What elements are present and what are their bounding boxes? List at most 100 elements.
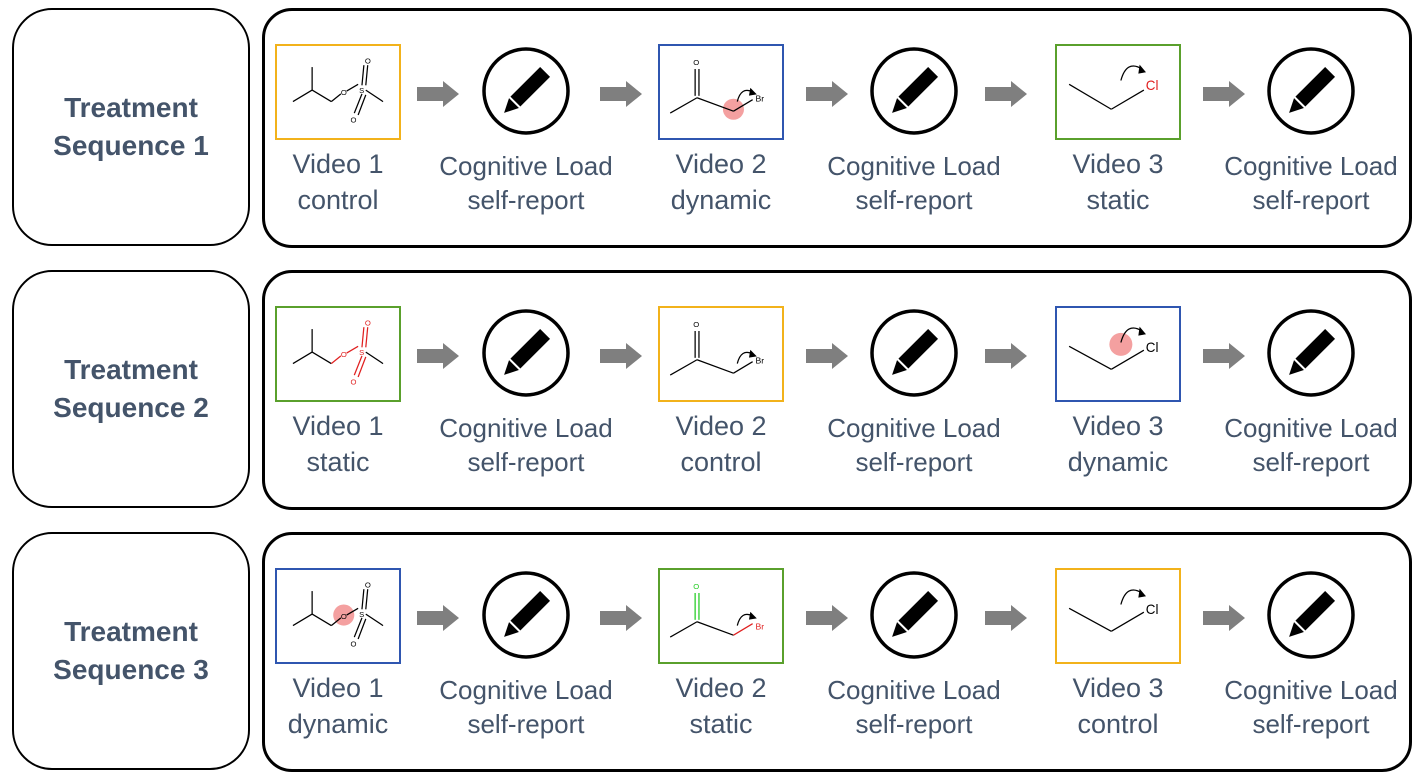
- caption-line2: self-report: [467, 185, 585, 215]
- flow-arrow-icon: [1203, 605, 1245, 631]
- molecule-chloroethane-icon: Cl: [1068, 64, 1159, 110]
- caption-line2: control: [1077, 709, 1159, 739]
- pencil-icon: [481, 308, 571, 398]
- caption-line2: self-report: [855, 447, 973, 477]
- atom-label: Br: [756, 356, 765, 366]
- step-caption: Video 3 static: [1038, 146, 1198, 218]
- sequence-title: Treatment Sequence 3: [53, 613, 209, 689]
- step-caption: Cognitive Load self-report: [426, 673, 626, 741]
- caption-line2: self-report: [1252, 709, 1370, 739]
- molecule-chloroethane-icon: Cl: [1068, 326, 1158, 370]
- caption-line1: Cognitive Load: [827, 675, 1001, 705]
- step-caption: Video 2 static: [641, 670, 801, 742]
- step-caption: Video 2 dynamic: [641, 146, 801, 218]
- sequence-label-1: Treatment Sequence 1: [12, 8, 250, 246]
- svg-text:O: O: [350, 640, 356, 649]
- flow-arrow-icon: [985, 81, 1027, 107]
- svg-text:S: S: [359, 348, 364, 357]
- svg-text:S: S: [359, 610, 364, 619]
- flow-arrow-icon: [806, 605, 848, 631]
- caption-line2: dynamic: [670, 185, 772, 215]
- pencil-icon: [481, 46, 571, 136]
- molecule-bromoacetone-icon: O Br: [669, 582, 765, 638]
- caption-line2: dynamic: [287, 709, 389, 739]
- sequence-title-line2: Sequence 2: [53, 392, 209, 423]
- flow-arrow-icon: [985, 343, 1027, 369]
- step-caption: Cognitive Load self-report: [1211, 149, 1411, 217]
- caption-line1: Video 1: [292, 149, 384, 179]
- caption-line2: dynamic: [1067, 447, 1169, 477]
- sequence-label-3: Treatment Sequence 3: [12, 532, 250, 770]
- caption-line1: Cognitive Load: [1224, 675, 1398, 705]
- step-caption: Video 3 control: [1038, 670, 1198, 742]
- svg-text:O: O: [350, 116, 356, 125]
- svg-text:O: O: [693, 582, 699, 591]
- svg-text:O: O: [365, 318, 371, 327]
- step-caption: Video 1 control: [258, 146, 418, 218]
- video-thumbnail-chloroethane: Cl: [1055, 568, 1181, 664]
- atom-label: Cl: [1146, 602, 1159, 617]
- caption-line1: Cognitive Load: [439, 413, 613, 443]
- caption-line1: Cognitive Load: [439, 675, 613, 705]
- step-caption: Cognitive Load self-report: [814, 149, 1014, 217]
- step-caption: Video 1 static: [258, 408, 418, 480]
- caption-line1: Video 3: [1072, 411, 1164, 441]
- step-caption: Cognitive Load self-report: [426, 411, 626, 479]
- sequence-title: Treatment Sequence 1: [53, 89, 209, 165]
- caption-line1: Cognitive Load: [1224, 151, 1398, 181]
- video-thumbnail-chloroethane: Cl: [1055, 306, 1181, 402]
- svg-text:O: O: [693, 58, 699, 67]
- step-caption: Cognitive Load self-report: [814, 673, 1014, 741]
- svg-text:O: O: [341, 350, 347, 359]
- caption-line1: Video 2: [675, 411, 767, 441]
- caption-line1: Video 1: [292, 411, 384, 441]
- caption-line1: Cognitive Load: [827, 413, 1001, 443]
- flow-arrow-icon: [806, 81, 848, 107]
- caption-line2: static: [689, 709, 753, 739]
- flow-arrow-icon: [1203, 343, 1245, 369]
- step-caption: Video 3 dynamic: [1038, 408, 1198, 480]
- pencil-icon: [869, 570, 959, 660]
- pencil-icon: [869, 308, 959, 398]
- pencil-icon: [1266, 46, 1356, 136]
- step-caption: Video 2 control: [641, 408, 801, 480]
- caption-line2: static: [1086, 185, 1150, 215]
- flow-arrow-icon: [600, 605, 642, 631]
- sequence-title-line1: Treatment: [64, 92, 198, 123]
- caption-line1: Cognitive Load: [827, 151, 1001, 181]
- pencil-icon: [869, 46, 959, 136]
- video-thumbnail-chloroethane: Cl: [1055, 44, 1181, 140]
- atom-label: Br: [756, 621, 765, 631]
- caption-line1: Video 2: [675, 673, 767, 703]
- video-thumbnail-bromoacetone: O Br: [658, 44, 784, 140]
- svg-text:O: O: [693, 320, 699, 329]
- flow-arrow-icon: [600, 81, 642, 107]
- sequence-title: Treatment Sequence 2: [53, 351, 209, 427]
- caption-line2: self-report: [855, 709, 973, 739]
- caption-line1: Video 3: [1072, 673, 1164, 703]
- caption-line1: Cognitive Load: [1224, 413, 1398, 443]
- caption-line2: self-report: [467, 447, 585, 477]
- flow-arrow-icon: [417, 605, 459, 631]
- molecule-chloroethane-icon: Cl: [1068, 588, 1159, 632]
- svg-text:S: S: [359, 86, 364, 95]
- sequence-title-line1: Treatment: [64, 616, 198, 647]
- pencil-icon: [1266, 570, 1356, 660]
- caption-line2: static: [306, 447, 370, 477]
- flow-arrow-icon: [1203, 81, 1245, 107]
- sequence-label-2: Treatment Sequence 2: [12, 270, 250, 508]
- caption-line2: self-report: [855, 185, 973, 215]
- caption-line2: self-report: [1252, 185, 1370, 215]
- step-caption: Cognitive Load self-report: [1211, 411, 1411, 479]
- caption-line1: Video 2: [675, 149, 767, 179]
- caption-line2: self-report: [467, 709, 585, 739]
- svg-text:O: O: [341, 88, 347, 97]
- flow-arrow-icon: [985, 605, 1027, 631]
- atom-label: Cl: [1146, 78, 1159, 93]
